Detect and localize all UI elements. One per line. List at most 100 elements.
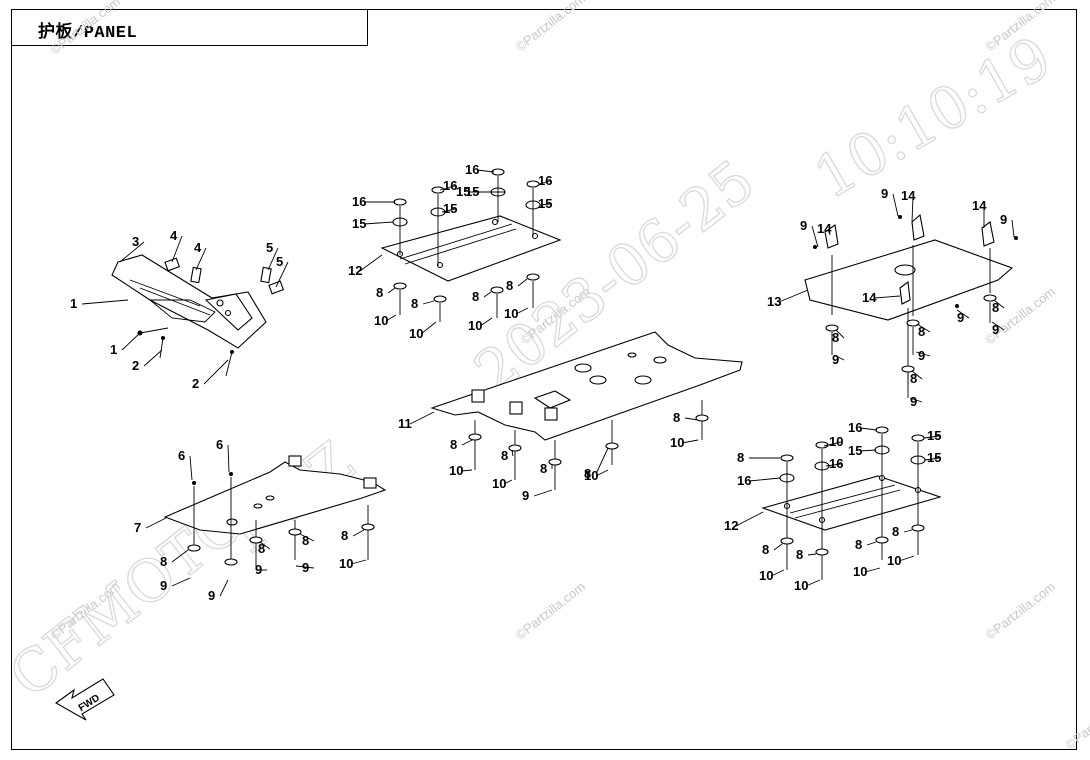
assembly-lines [193, 477, 369, 570]
callout-leader [171, 235, 183, 263]
plate-7-assembly [163, 455, 387, 570]
callout-leader [924, 457, 940, 461]
bolt-9 [1014, 236, 1018, 240]
bolts-10 [399, 281, 534, 322]
bushing-5 [260, 266, 272, 284]
plate-11-assembly [430, 331, 743, 490]
callout-leader [828, 228, 831, 236]
drawing-frame [11, 9, 1077, 750]
callout-number: 9 [957, 310, 964, 325]
callout-number: 14 [817, 221, 832, 236]
plate-hole [436, 261, 444, 269]
plate-13-cutout [894, 264, 916, 276]
callout-number: 8 [160, 554, 167, 569]
callout-number: 10 [829, 434, 843, 449]
callout-number: 8 [737, 450, 744, 465]
callout-leader [873, 295, 901, 299]
callout-leader [1011, 219, 1015, 238]
callout-leader [143, 349, 163, 367]
callout-number: 2 [192, 376, 199, 391]
callout-leader [203, 359, 229, 385]
plate-12-upper-assembly [380, 168, 562, 322]
callout-number: 8 [673, 410, 680, 425]
title-block: 护板/PANEL [11, 9, 368, 46]
plate-11-hole [634, 375, 652, 385]
watermark-partzilla: ©Partzilla.com [983, 284, 1058, 348]
callout-number: 10 [584, 468, 598, 483]
callout-number: 16 [737, 473, 751, 488]
callout-number: 15 [465, 184, 479, 199]
nut-8 [468, 433, 482, 441]
callout-leader [735, 511, 764, 527]
callout-leader [511, 449, 514, 457]
callout-number: 10 [339, 556, 353, 571]
callout-number: 6 [178, 448, 185, 463]
callout-leader [864, 567, 881, 573]
callout-number: 16 [443, 178, 457, 193]
callout-number: 2 [132, 358, 139, 373]
nut-8 [548, 458, 562, 466]
nut-8 [911, 524, 925, 532]
rubber-mount [288, 455, 302, 467]
callout-number: 8 [501, 448, 508, 463]
callout-number: 9 [832, 352, 839, 367]
callout-leader [479, 317, 493, 327]
assembly-lines [786, 434, 919, 580]
callout-number: 9 [160, 578, 167, 593]
callout-number: 8 [376, 285, 383, 300]
bolt-2-shank [159, 337, 164, 359]
callout-number: 15 [927, 450, 941, 465]
callout-leader [911, 370, 923, 380]
nut-8 [526, 273, 540, 281]
callout-number: 15 [538, 196, 552, 211]
nut-8 [249, 536, 263, 544]
callout-number: 8 [832, 330, 839, 345]
callout-number: 4 [170, 228, 178, 243]
callout-leader [835, 329, 845, 339]
callout-number: 9 [1000, 212, 1007, 227]
page-title: 护板/PANEL [38, 24, 138, 43]
callout-leader [773, 543, 783, 551]
callout-number: 16 [352, 194, 366, 209]
callout-leader [911, 195, 914, 223]
nut-8 [605, 442, 619, 450]
callout-leader [275, 261, 289, 288]
callout-leader [898, 555, 915, 562]
bolt-hole [216, 299, 224, 307]
washer-16 [815, 441, 829, 449]
callout-leader [515, 307, 529, 315]
callout-number: 10 [670, 435, 684, 450]
callout-number: 16 [829, 456, 843, 471]
bolt-6 [192, 481, 196, 485]
callout-number: 8 [892, 524, 899, 539]
plate-11-hole [574, 363, 592, 373]
callout-number: 3 [132, 234, 139, 249]
callout-number: 8 [910, 371, 917, 386]
callout-number: 4 [194, 240, 202, 255]
callout-number: 8 [762, 542, 769, 557]
callout-number: 8 [411, 296, 418, 311]
assembly-lines [831, 245, 991, 385]
callout-number: 10 [504, 306, 518, 321]
callout-leader [993, 299, 1005, 309]
plate-13 [804, 239, 1014, 321]
callout-leader [359, 254, 383, 272]
callout-number: 8 [472, 289, 479, 304]
callout-leader [805, 579, 821, 587]
plate-7-hole [226, 518, 238, 526]
callout-number: 1 [110, 342, 117, 357]
callout-number: 9 [208, 588, 215, 603]
callout-number: 14 [862, 290, 877, 305]
callout-leader [859, 427, 878, 431]
nut-8 [288, 528, 302, 536]
callout-number: 8 [450, 437, 457, 452]
watermark-partzilla: ©Partzilla.com [1063, 689, 1090, 753]
front-guard-assembly [111, 254, 285, 377]
fwd-arrow-shape [54, 678, 115, 721]
plate-7-hole [253, 503, 263, 509]
callout-number: 6 [216, 437, 223, 452]
callout-leader [460, 469, 473, 472]
callout-leader [119, 241, 145, 263]
callout-leader [684, 417, 699, 421]
